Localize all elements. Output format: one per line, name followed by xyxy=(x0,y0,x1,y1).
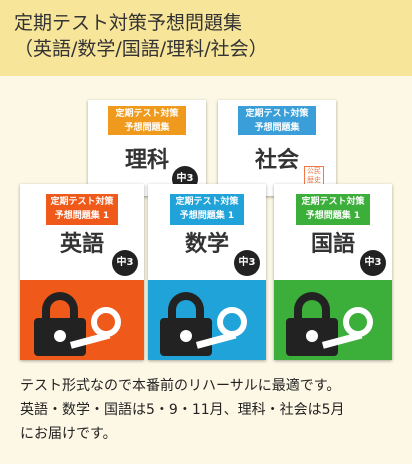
book-cover-science: 定期テスト対策 予想問題集 理科 中3 xyxy=(88,100,206,196)
book-cover-english: 定期テスト対策 予想問題集 1 英語 中3 xyxy=(20,184,144,360)
lock-key-icon xyxy=(160,292,247,356)
cover-illustration xyxy=(148,280,266,360)
series-banner: 定期テスト対策 予想問題集 1 xyxy=(170,194,244,225)
lock-key-icon xyxy=(286,292,373,356)
book-covers-image: 定期テスト対策 予想問題集 理科 中3 定期テスト対策 予想問題集 社会 公民 … xyxy=(0,96,412,362)
description-line-3: にお届けです。 xyxy=(20,426,117,442)
subject-label: 英語 xyxy=(59,232,104,257)
subject-label: 社会 xyxy=(254,148,299,173)
book-cover-math: 定期テスト対策 予想問題集 1 数学 中3 xyxy=(148,184,266,360)
subject-label: 数学 xyxy=(184,232,229,257)
title-line-2: （英語/数学/国語/理科/社会） xyxy=(14,38,268,60)
description-line-2: 英語・数学・国語は5・9・11月、理科・社会は5月 xyxy=(20,402,345,418)
subject-label: 理科 xyxy=(124,148,169,173)
card-header: 定期テスト対策予想問題集 （英語/数学/国語/理科/社会） xyxy=(0,0,412,76)
lock-key-icon xyxy=(34,292,121,356)
edition-tag: 公民 歴史 xyxy=(304,166,324,186)
cover-illustration xyxy=(274,280,392,360)
grade-badge: 中3 xyxy=(360,250,386,276)
series-banner: 定期テスト対策 予想問題集 1 xyxy=(296,194,370,225)
grade-badge: 中3 xyxy=(112,250,138,276)
description-line-1: テスト形式なので本番前のリハーサルに最適です。 xyxy=(20,378,341,394)
subject-label: 国語 xyxy=(310,232,355,257)
series-banner: 定期テスト対策 予想問題集 1 xyxy=(46,194,118,225)
book-cover-japanese: 定期テスト対策 予想問題集 1 国語 中3 xyxy=(274,184,392,360)
description: テスト形式なので本番前のリハーサルに最適です。 英語・数学・国語は5・9・11月… xyxy=(20,374,400,446)
series-banner: 定期テスト対策 予想問題集 xyxy=(108,106,186,135)
book-cover-social: 定期テスト対策 予想問題集 社会 公民 歴史 xyxy=(218,100,336,196)
title-line-1: 定期テスト対策予想問題集 xyxy=(14,12,243,34)
card-title: 定期テスト対策予想問題集 （英語/数学/国語/理科/社会） xyxy=(14,10,268,62)
series-banner: 定期テスト対策 予想問題集 xyxy=(238,106,316,135)
cover-illustration xyxy=(20,280,144,360)
grade-badge: 中3 xyxy=(234,250,260,276)
